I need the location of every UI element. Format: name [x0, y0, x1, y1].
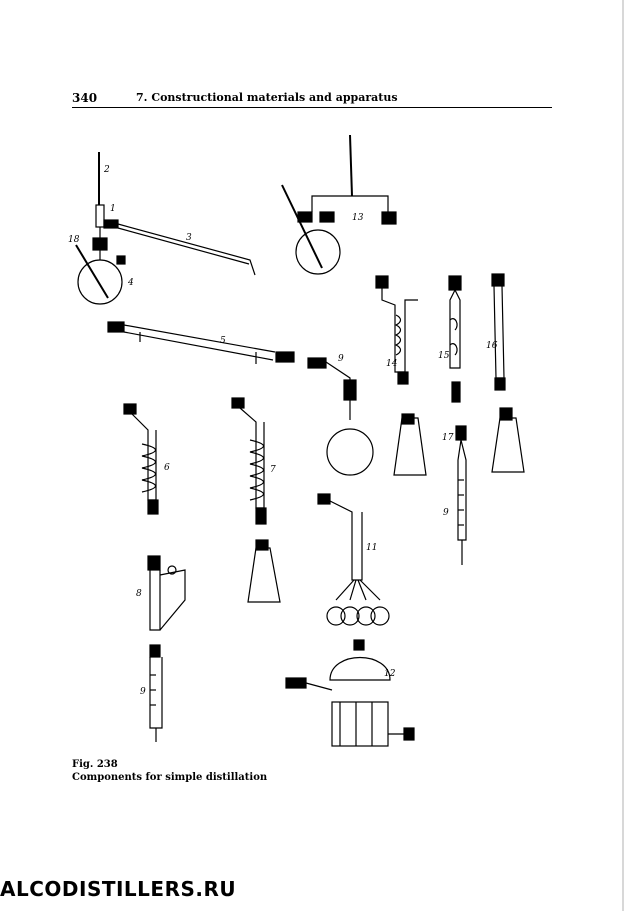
part-number: 15 [438, 351, 450, 361]
part-number: 3 [186, 233, 192, 243]
part-number: 8 [136, 589, 142, 599]
distillation-flask-assembly: 2 1 3 4 18 [68, 152, 256, 305]
part-number: 4 [127, 278, 134, 288]
coil-condenser-7: 7 [231, 397, 276, 525]
multi-receiver-11: 11 [317, 493, 390, 626]
part-number: 16 [486, 341, 498, 351]
flask-joint [401, 413, 415, 425]
erlenmeyer-flask [491, 417, 525, 473]
figure-caption: Fig. 238 Components for simple distillat… [72, 758, 267, 784]
chapter-title: 7. Constructional materials and apparatu… [136, 91, 398, 104]
figure-label: Fig. 238 [72, 759, 118, 770]
part-number: 12 [384, 669, 396, 679]
vacuum-receiver-12: 12 [285, 639, 415, 747]
coil-condenser-14: 14 [375, 275, 418, 385]
part-number: 9 [443, 508, 449, 518]
coil-condenser-6: 6 [123, 403, 170, 515]
part-number: 17 [442, 433, 454, 443]
page-number: 340 [72, 91, 98, 105]
header-rule [72, 107, 552, 108]
site-watermark: ALCODISTILLERS.RU [0, 877, 237, 901]
part-number: 1 [110, 204, 116, 214]
page-header: 340 7. Constructional materials and appa… [72, 91, 552, 107]
erlenmeyer-flask [247, 547, 281, 603]
part-number: 9 [338, 354, 344, 364]
part-number: 14 [386, 359, 398, 369]
burette-receiver-8: 8 9 [136, 555, 186, 742]
air-condenser-16: 16 [486, 273, 506, 391]
liebig-condenser: 5 [107, 321, 295, 364]
part-number: 5 [220, 336, 226, 346]
part-number: 2 [103, 165, 110, 175]
erlenmeyer-flask [393, 417, 427, 476]
flask-joint [255, 539, 269, 551]
graduated-receiver-17: 17 9 [442, 425, 467, 565]
part-number: 11 [366, 543, 377, 553]
part-number: 9 [140, 687, 146, 697]
part-number: 13 [352, 213, 364, 223]
bulb-condenser-15: 15 [438, 275, 462, 403]
receiving-flask-10: 9 [307, 354, 374, 476]
part-number: 6 [164, 463, 170, 473]
part-number: 7 [270, 465, 276, 475]
flask-joint [499, 407, 513, 421]
part-number: 18 [68, 235, 80, 245]
page-edge [622, 0, 624, 911]
claisen-flask-assembly: 13 [281, 134, 397, 275]
figure-title: Components for simple distillation [72, 772, 268, 783]
